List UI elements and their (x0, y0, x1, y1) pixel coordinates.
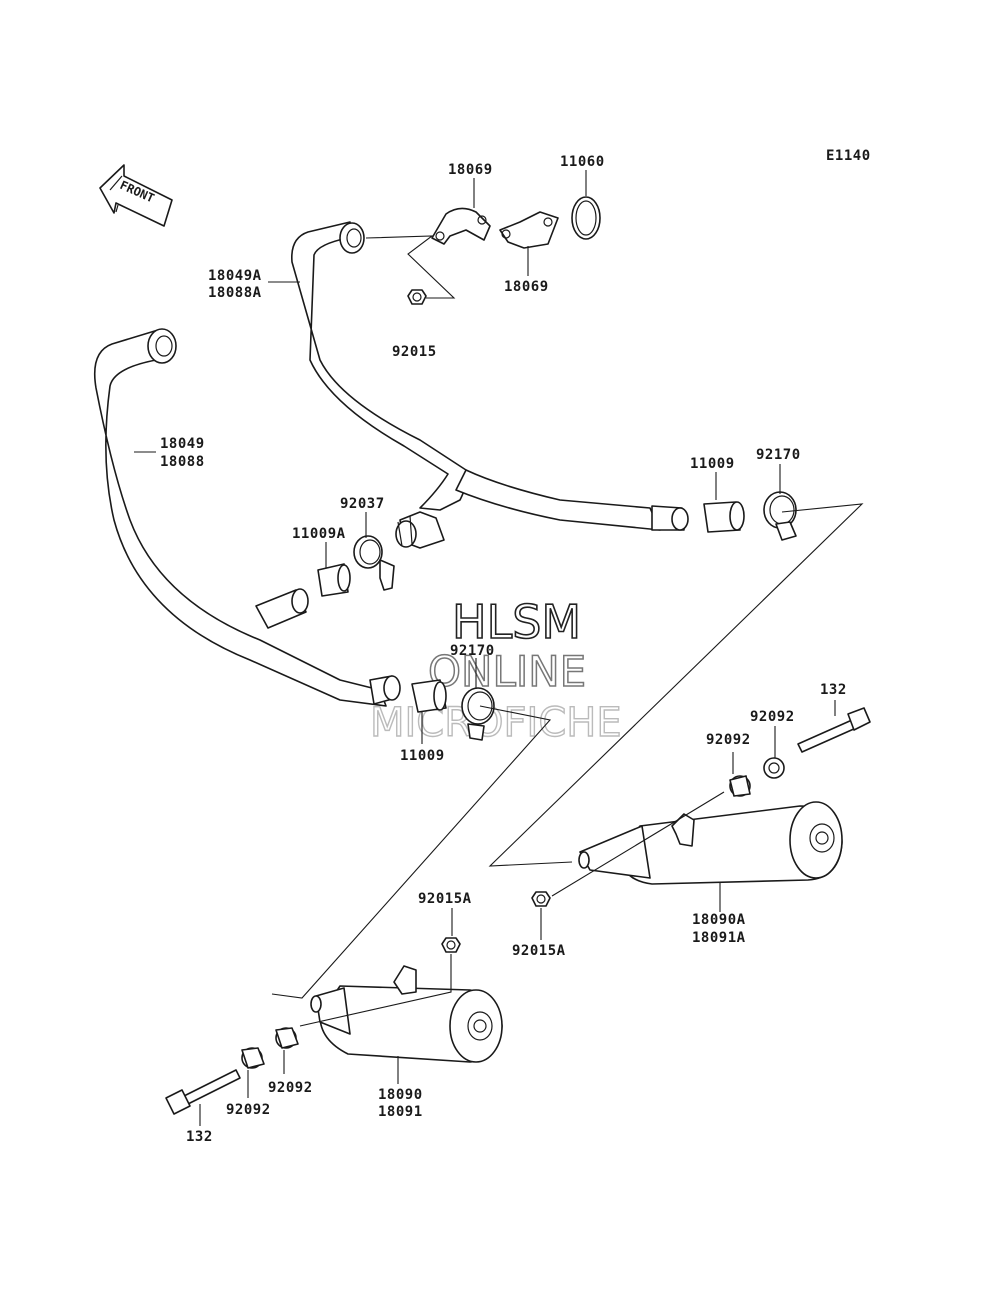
part-label: 18069 (504, 279, 549, 295)
collar-11009-right-icon (703, 501, 745, 533)
part-label: 92037 (340, 496, 385, 512)
nut-92015-icon (407, 289, 427, 305)
collar-11009a-icon (317, 563, 351, 597)
part-label: 92092 (268, 1080, 313, 1096)
leader-92015a-left (299, 954, 452, 1027)
holder-18069-b-icon (499, 211, 559, 249)
part-label: 18049A (208, 268, 262, 284)
part-label: 18091 (378, 1104, 423, 1120)
watermark-line3: MICROFICHE (370, 700, 622, 746)
collar-92092-right-1-icon (729, 775, 751, 797)
part-label: 92092 (226, 1102, 271, 1118)
collar-92092-left-2-icon (275, 1027, 299, 1049)
bolt-132-right-icon (797, 707, 871, 753)
collar-11009-left-icon (411, 679, 447, 713)
part-label: 92015A (512, 943, 566, 959)
part-label: 11060 (560, 154, 605, 170)
muffler-18090-icon (310, 965, 503, 1063)
clamp-92170-left-icon (461, 687, 495, 741)
part-label: 92092 (750, 709, 795, 725)
clamp-92170-right-icon (763, 491, 797, 541)
part-label: 92015A (418, 891, 472, 907)
bolt-132-left-icon (165, 1069, 241, 1115)
gasket-11060-icon (571, 196, 601, 240)
front-arrow-icon: FRONT (99, 164, 173, 227)
part-label: 92170 (756, 447, 801, 463)
part-label: 18088A (208, 285, 262, 301)
part-label: 11009 (400, 748, 445, 764)
leader-92015 (365, 235, 456, 299)
collar-92092-right-2-icon (763, 757, 785, 779)
watermark-line2: ONLINE (428, 647, 586, 696)
part-label: 132 (820, 682, 847, 698)
part-label: 18049 (160, 436, 205, 452)
leader-92015a-right (551, 791, 725, 897)
nut-92015a-right-icon (531, 891, 551, 907)
part-label: 18090 (378, 1087, 423, 1103)
part-label: 18069 (448, 162, 493, 178)
part-label: 11009A (292, 526, 346, 542)
part-label: 92015 (392, 344, 437, 360)
part-label: 18091A (692, 930, 746, 946)
diagram-code: E1140 (826, 148, 871, 164)
nut-92015a-left-icon (441, 937, 461, 953)
part-label: 132 (186, 1129, 213, 1145)
collar-92092-left-1-icon (241, 1047, 265, 1069)
part-label: 18088 (160, 454, 205, 470)
watermark: HLSM ONLINE MICROFICHE (369, 594, 622, 747)
header-pipe-a (291, 221, 689, 549)
part-label: 92170 (450, 643, 495, 659)
header-pipe-b (93, 328, 401, 707)
holder-18069-a-icon (431, 207, 491, 245)
watermark-line1: HLSM (452, 595, 581, 649)
part-label: 11009 (690, 456, 735, 472)
leader-92170-left (271, 705, 552, 999)
clamp-92037-icon (353, 535, 395, 591)
muffler-18090a-icon (578, 801, 843, 885)
part-label: 18090A (692, 912, 746, 928)
leader-92170-right (488, 503, 864, 867)
part-label: 92092 (706, 732, 751, 748)
